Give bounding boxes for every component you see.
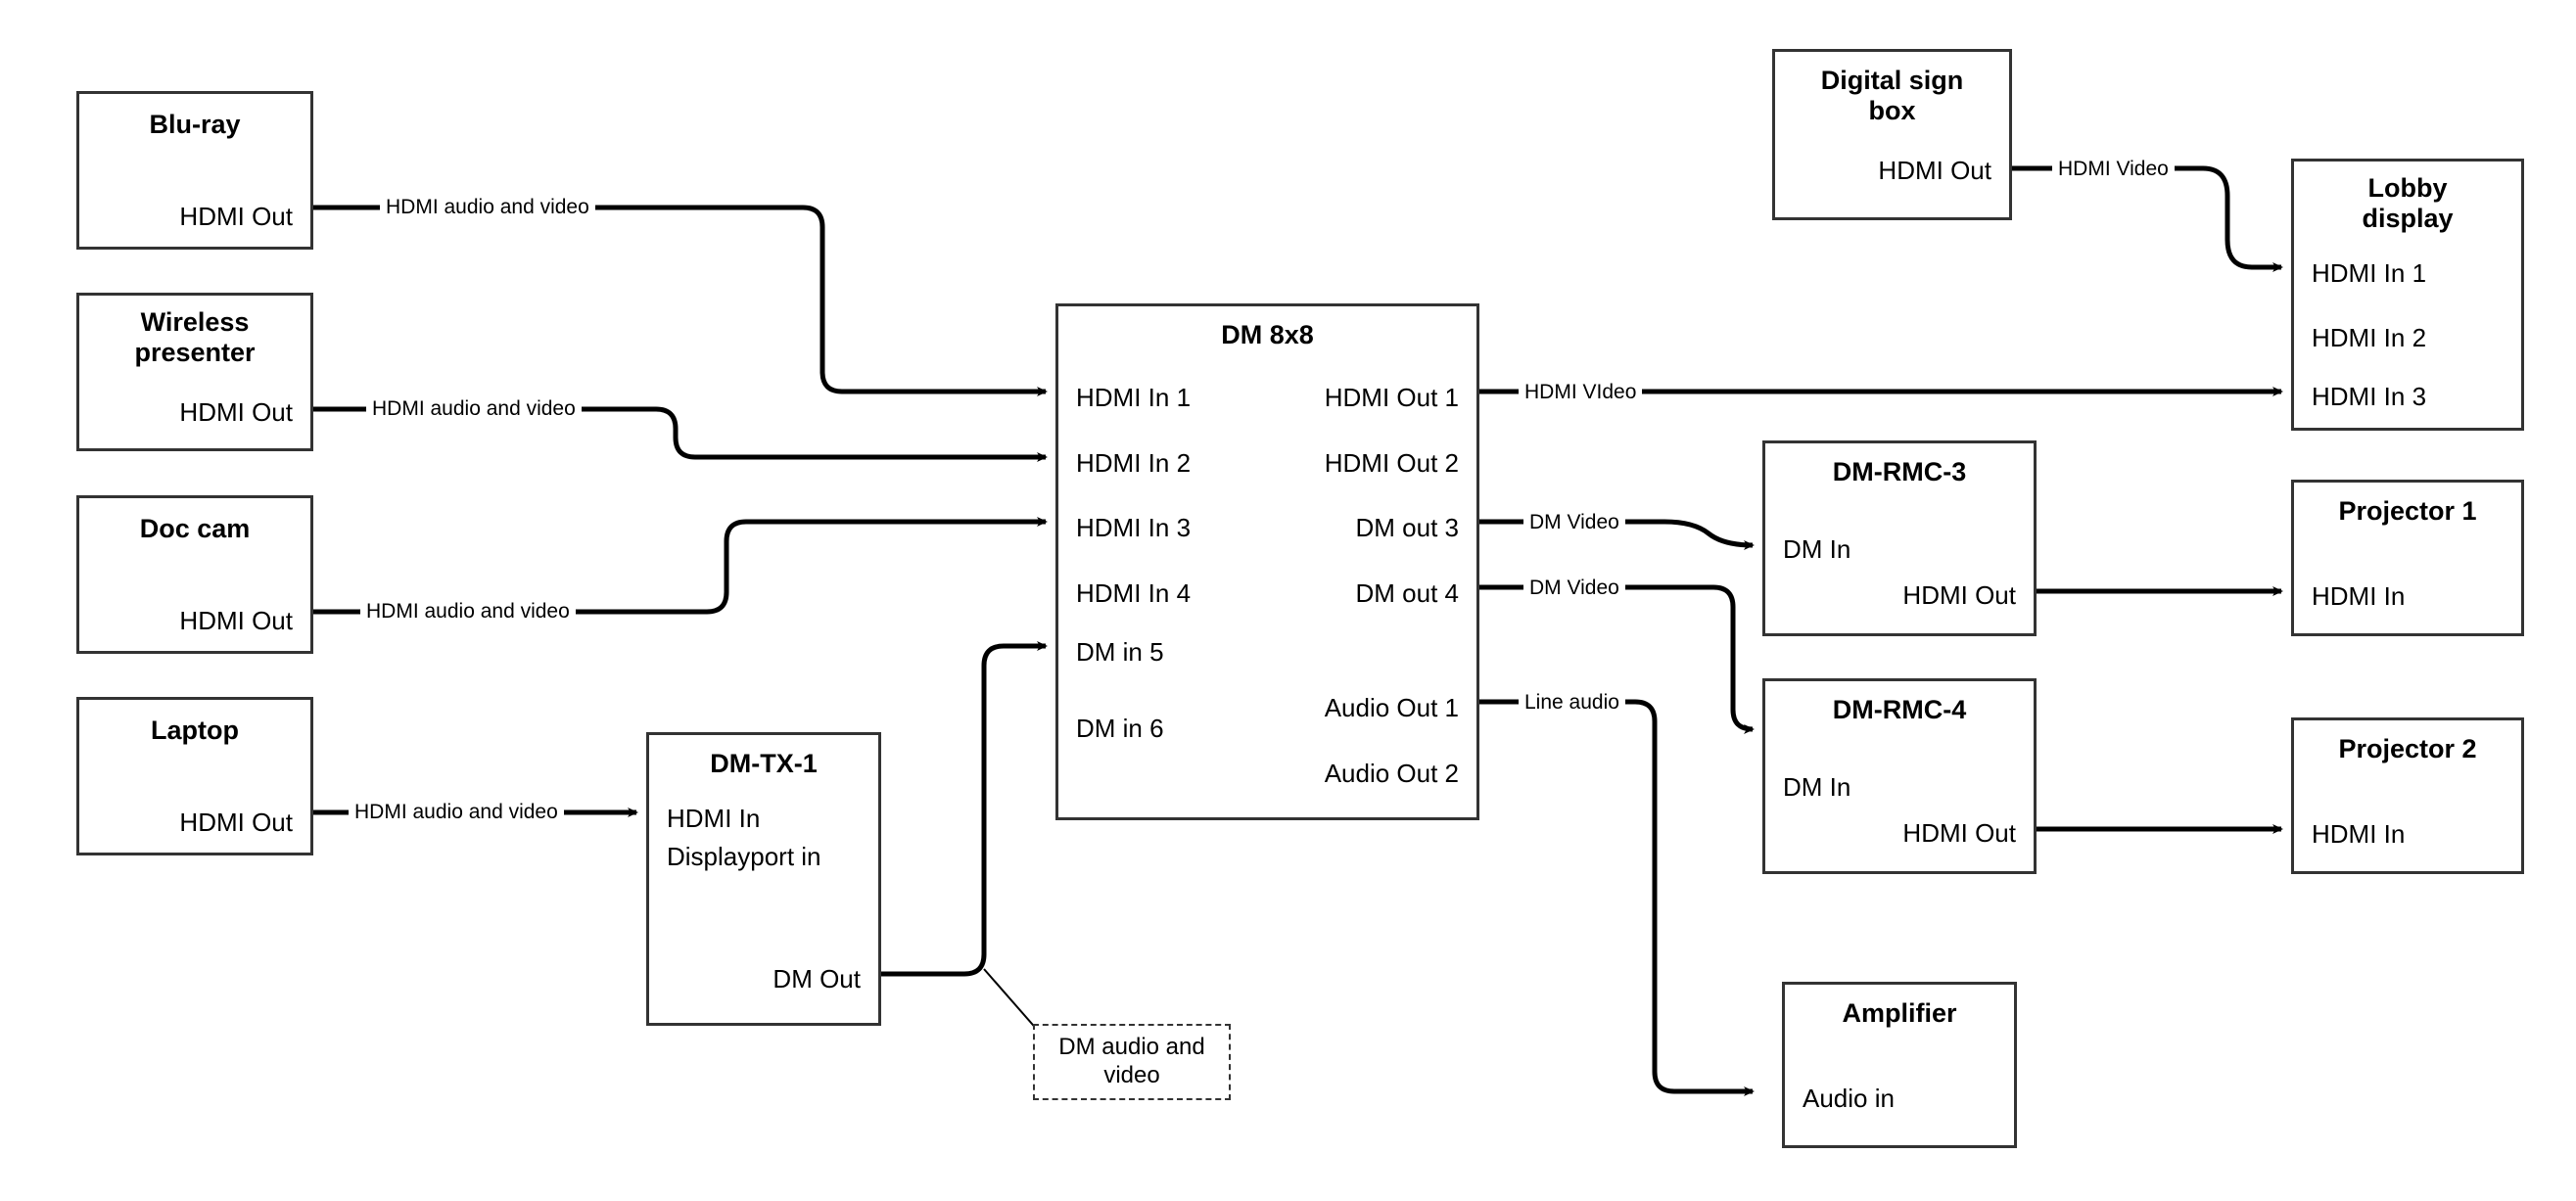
port-dmtx1-displayport-in[interactable]: Displayport in (667, 842, 821, 871)
node-amplifier[interactable]: Amplifier Audio in (1782, 982, 2017, 1148)
node-wireless-presenter-title: Wireless presenter (134, 307, 256, 368)
wire-doccam-to-dm-in3 (313, 517, 1048, 615)
port-dm8x8-audio-out-2[interactable]: Audio Out 2 (1324, 759, 1459, 788)
port-dm8x8-dm-out-3[interactable]: DM out 3 (1355, 513, 1460, 542)
port-projector2-hdmi-in[interactable]: HDMI In (2312, 819, 2406, 849)
node-digital-sign-box-title: Digital sign box (1820, 66, 1964, 126)
node-digital-sign-box[interactable]: Digital sign box HDMI Out (1772, 49, 2012, 220)
port-lobby-hdmi-in-3[interactable]: HDMI In 3 (2312, 382, 2427, 411)
node-amplifier-title: Amplifier (1842, 998, 1957, 1028)
port-dm8x8-hdmi-in-1[interactable]: HDMI In 1 (1076, 383, 1192, 412)
node-doc-cam-title: Doc cam (139, 514, 251, 543)
port-lobby-hdmi-in-1[interactable]: HDMI In 1 (2312, 258, 2427, 288)
port-doccam-hdmi-out[interactable]: HDMI Out (179, 606, 293, 635)
port-amplifier-audio-in[interactable]: Audio in (1803, 1084, 1895, 1113)
node-wireless-presenter[interactable]: Wireless presenter HDMI Out (76, 293, 313, 451)
wire-label-sign-to-lobby: HDMI Video (2052, 159, 2175, 179)
node-lobby-display[interactable]: Lobby display HDMI In 1 HDMI In 2 HDMI I… (2291, 159, 2524, 431)
port-dm8x8-dm-in-5[interactable]: DM in 5 (1076, 637, 1164, 667)
wire-label-laptop-to-dmtx1: HDMI audio and video (349, 802, 564, 822)
node-projector-1-title: Projector 1 (2338, 496, 2477, 526)
node-bluray[interactable]: Blu-ray HDMI Out (76, 91, 313, 250)
port-dm8x8-hdmi-in-2[interactable]: HDMI In 2 (1076, 448, 1192, 478)
port-digitalsign-hdmi-out[interactable]: HDMI Out (1878, 156, 1991, 185)
port-dmrmc3-hdmi-out[interactable]: HDMI Out (1902, 580, 2016, 610)
node-laptop[interactable]: Laptop HDMI Out (76, 697, 313, 855)
wire-dmtx1-to-dm-in5 (881, 641, 1048, 977)
port-dmtx1-dm-out[interactable]: DM Out (773, 964, 861, 993)
wire-label-doccam-to-dm: HDMI audio and video (360, 601, 576, 622)
wire-label-wireless-to-dm: HDMI audio and video (366, 398, 582, 419)
node-lobby-display-title: Lobby display (2362, 173, 2454, 234)
port-dm8x8-audio-out-1[interactable]: Audio Out 1 (1324, 693, 1459, 722)
port-dm8x8-hdmi-in-4[interactable]: HDMI In 4 (1076, 578, 1192, 608)
port-dm8x8-hdmi-out-2[interactable]: HDMI Out 2 (1324, 448, 1459, 478)
wire-dm-audioout1-to-amplifier (1479, 699, 1755, 1096)
wire-label-dm-out-4: DM Video (1523, 577, 1625, 598)
port-wireless-hdmi-out[interactable]: HDMI Out (179, 397, 293, 427)
port-dmrmc4-dm-in[interactable]: DM In (1783, 772, 1851, 802)
node-dm-8x8-title: DM 8x8 (1221, 320, 1314, 349)
port-lobby-hdmi-in-2[interactable]: HDMI In 2 (2312, 323, 2427, 352)
node-laptop-title: Laptop (151, 716, 239, 745)
node-projector-2[interactable]: Projector 2 HDMI In (2291, 717, 2524, 874)
node-projector-1[interactable]: Projector 1 HDMI In (2291, 480, 2524, 636)
node-dm-tx-1[interactable]: DM-TX-1 HDMI In Displayport in DM Out (646, 732, 881, 1026)
port-dmrmc4-hdmi-out[interactable]: HDMI Out (1902, 818, 2016, 848)
node-dm-8x8[interactable]: DM 8x8 HDMI In 1 HDMI In 2 HDMI In 3 HDM… (1055, 303, 1479, 820)
port-bluray-hdmi-out[interactable]: HDMI Out (179, 202, 293, 231)
node-bluray-title: Blu-ray (149, 110, 241, 139)
port-dmtx1-hdmi-in[interactable]: HDMI In (667, 804, 761, 833)
node-projector-2-title: Projector 2 (2338, 734, 2477, 763)
port-laptop-hdmi-out[interactable]: HDMI Out (179, 808, 293, 837)
port-dm8x8-hdmi-in-3[interactable]: HDMI In 3 (1076, 513, 1192, 542)
port-projector1-hdmi-in[interactable]: HDMI In (2312, 581, 2406, 611)
wire-label-bluray-to-dm: HDMI audio and video (380, 197, 595, 217)
port-dm8x8-dm-out-4[interactable]: DM out 4 (1355, 578, 1460, 608)
node-dm-rmc-4-title: DM-RMC-4 (1832, 695, 1967, 724)
port-dm8x8-hdmi-out-1[interactable]: HDMI Out 1 (1324, 383, 1459, 412)
wire-bluray-to-dm-in1 (313, 205, 1048, 396)
port-dm8x8-dm-in-6[interactable]: DM in 6 (1076, 714, 1164, 743)
node-dm-rmc-3-title: DM-RMC-3 (1832, 457, 1967, 486)
wire-label-dm-hdmi-out-1: HDMI VIdeo (1519, 382, 1643, 402)
wire-label-dm-out-3: DM Video (1523, 512, 1625, 532)
port-dmrmc3-dm-in[interactable]: DM In (1783, 534, 1851, 564)
callout-dm-audio-and-video: DM audio and video (1033, 1024, 1231, 1100)
node-dm-rmc-4[interactable]: DM-RMC-4 DM In HDMI Out (1762, 678, 2037, 874)
node-dm-tx-1-title: DM-TX-1 (710, 749, 818, 778)
node-doc-cam[interactable]: Doc cam HDMI Out (76, 495, 313, 654)
node-dm-rmc-3[interactable]: DM-RMC-3 DM In HDMI Out (1762, 440, 2037, 636)
wire-label-audio-out-1: Line audio (1519, 692, 1625, 713)
